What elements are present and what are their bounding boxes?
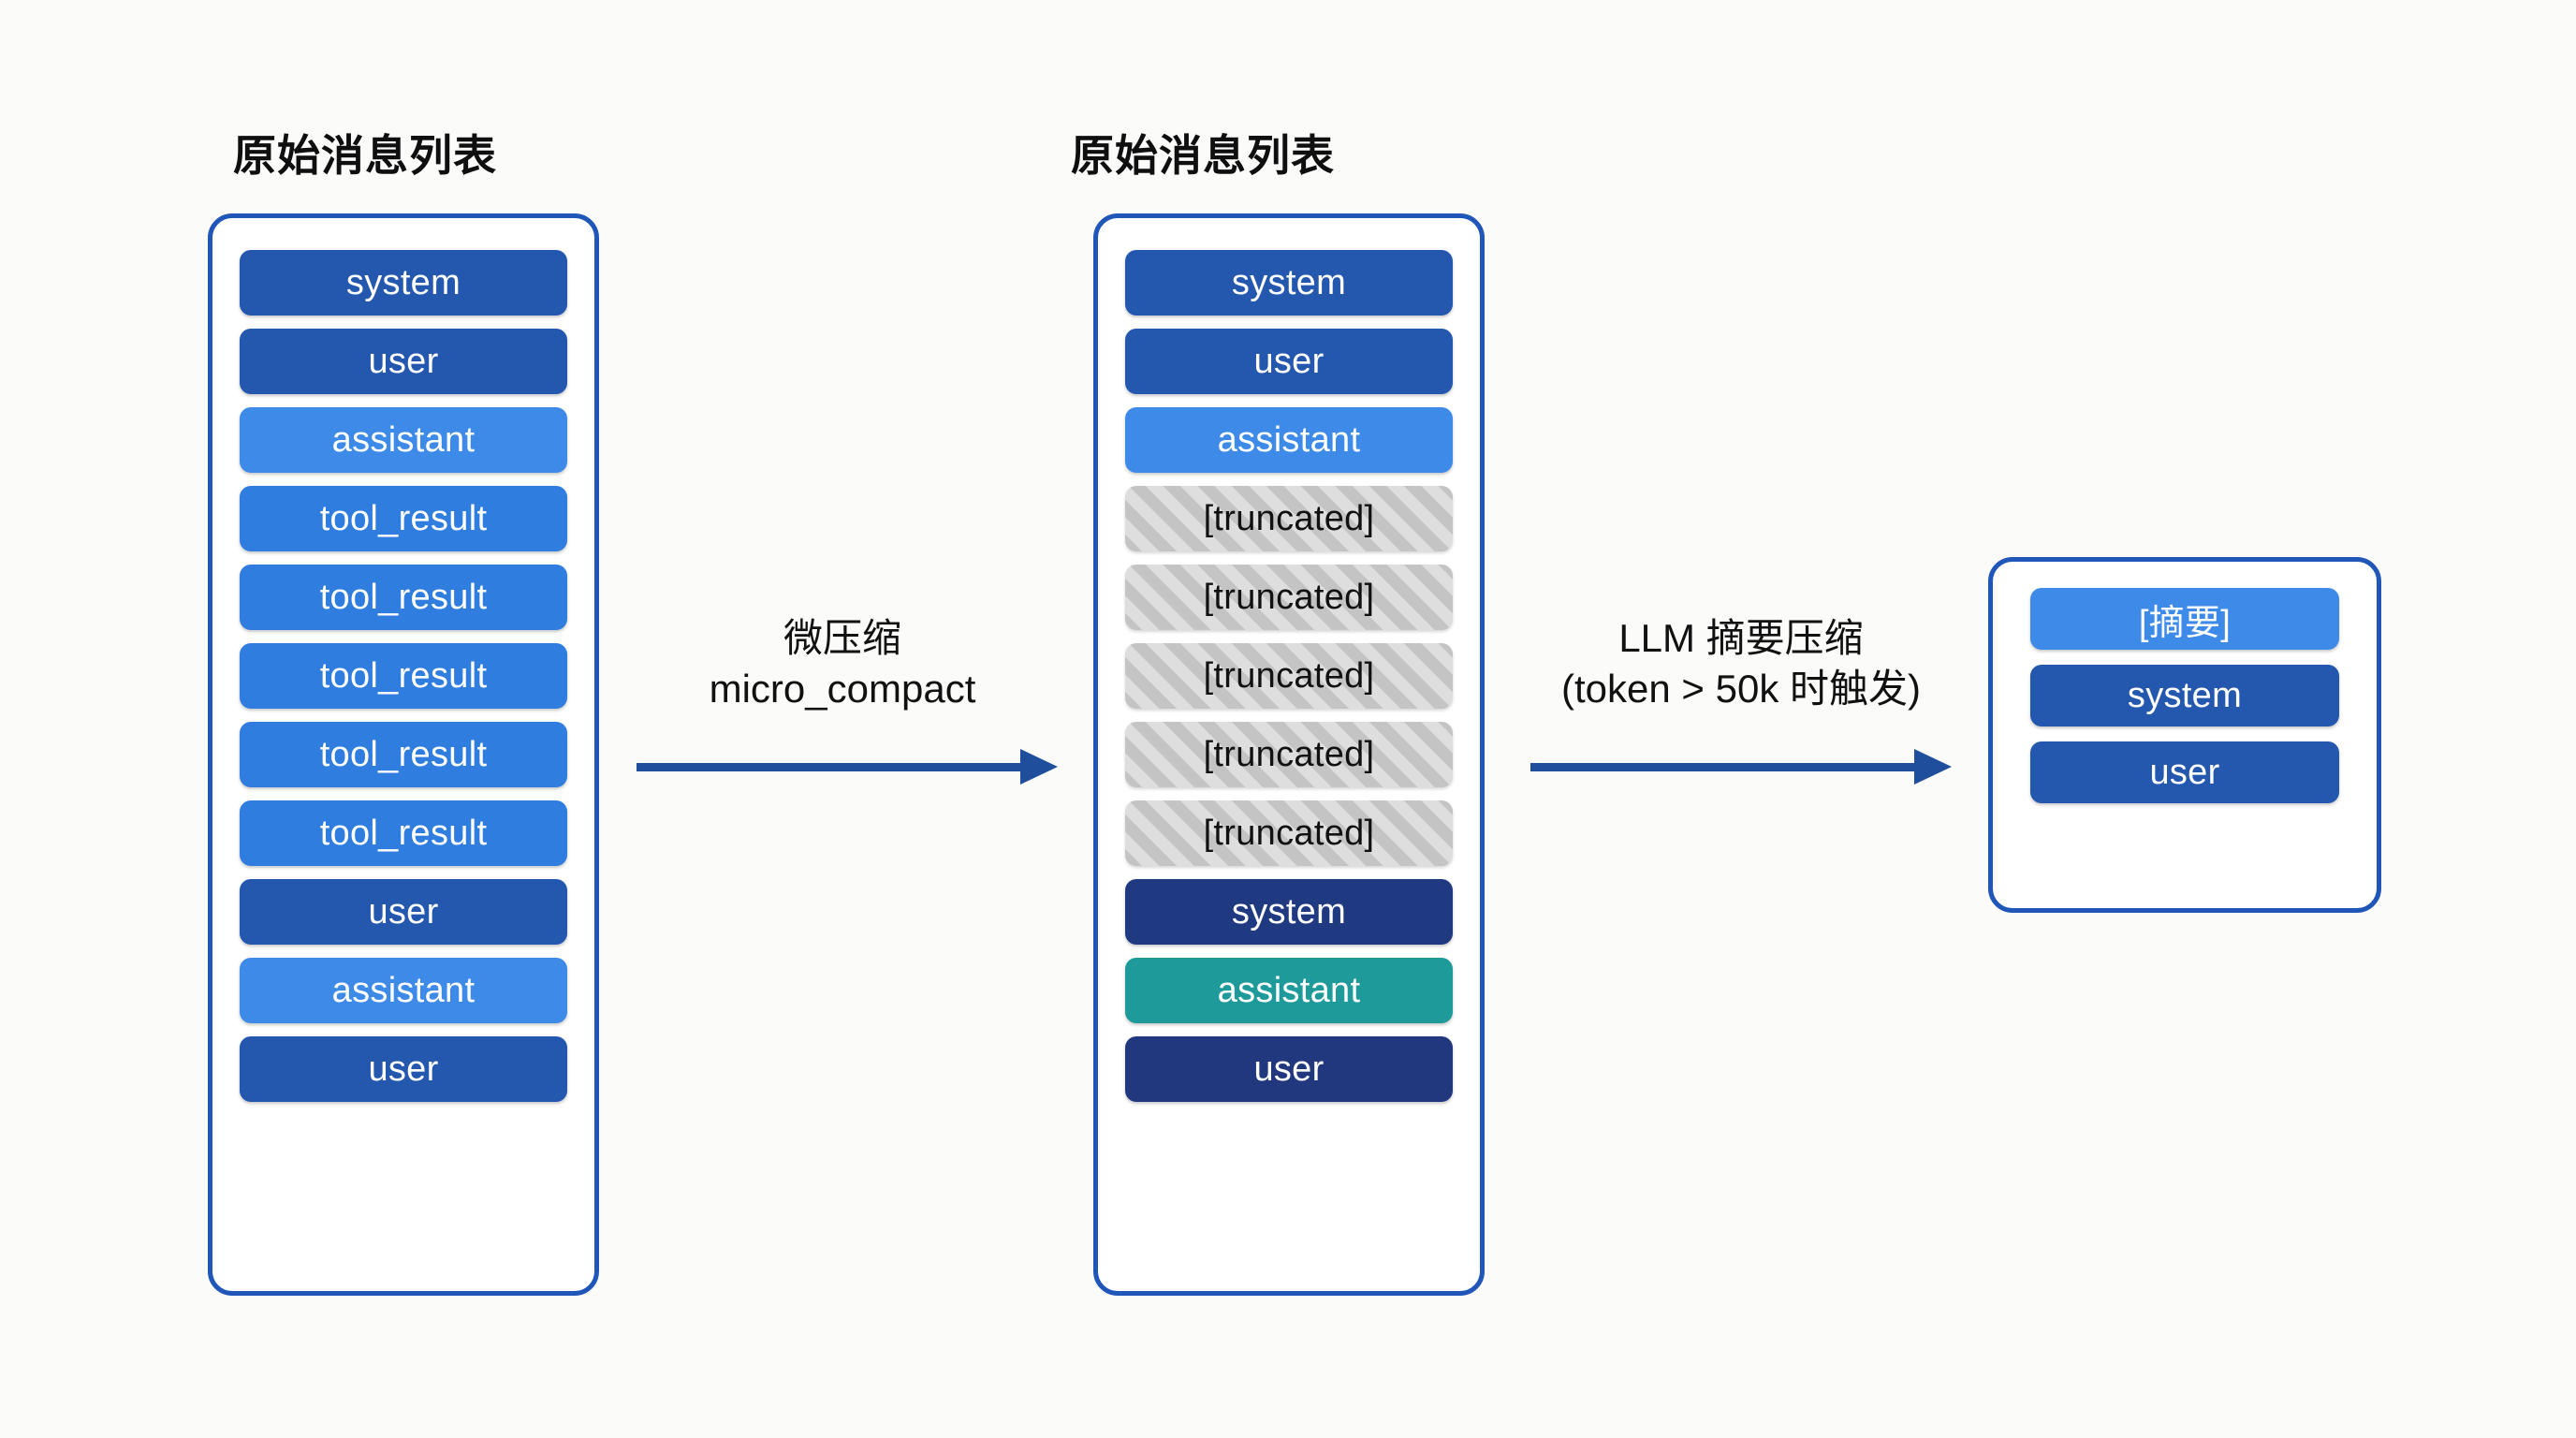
micro-compact-label: 微压缩 micro_compact [646, 613, 1039, 714]
micro-compact-label-line2: micro_compact [709, 666, 976, 711]
message-chip-truncated: [truncated] [1125, 722, 1453, 787]
message-chip-post_compact_system: system [1125, 879, 1453, 945]
message-chip-post_compact_user: user [1125, 1036, 1453, 1102]
message-chip-truncated: [truncated] [1125, 800, 1453, 866]
message-chip-assistant: assistant [240, 958, 567, 1023]
message-chip-assistant: assistant [240, 407, 567, 473]
message-chip-post_compact_assistant: assistant [1125, 958, 1453, 1023]
message-chip-system: system [240, 250, 567, 315]
summarized-message-list: [摘要] system user [1993, 562, 2377, 908]
arrow-head [1020, 749, 1058, 785]
message-chip-truncated: [truncated] [1125, 486, 1453, 551]
message-chip-system: system [1125, 250, 1453, 315]
message-chip-tool_result: tool_result [240, 486, 567, 551]
message-chip-user: user [1125, 329, 1453, 394]
message-chip-user: user [240, 329, 567, 394]
message-chip-user: user [2030, 741, 2339, 803]
llm-summary-label-line2: (token > 50k 时触发) [1561, 666, 1921, 711]
arrow-head [1914, 749, 1952, 785]
message-chip-tool_result: tool_result [240, 722, 567, 787]
message-chip-user: user [240, 879, 567, 945]
message-chip-system: system [2030, 665, 2339, 726]
message-chip-assistant: assistant [1125, 407, 1453, 473]
message-chip-truncated: [truncated] [1125, 565, 1453, 630]
summarized-message-list-panel: [摘要] system user [1988, 557, 2381, 913]
compacted-list-title: 原始消息列表 [1071, 131, 1335, 180]
message-chip-truncated: [truncated] [1125, 643, 1453, 709]
arrow-shaft [1530, 763, 1916, 771]
original-list-title: 原始消息列表 [233, 131, 497, 180]
llm-summary-label-line1: LLM 摘要压缩 [1618, 616, 1864, 660]
message-chip-tool_result: tool_result [240, 565, 567, 630]
message-chip-tool_result: tool_result [240, 800, 567, 866]
arrow-shaft [637, 763, 1022, 771]
llm-summary-label: LLM 摘要压缩 (token > 50k 时触发) [1507, 613, 1975, 714]
message-chip-tool_result: tool_result [240, 643, 567, 709]
compacted-message-list: system user assistant [truncated] [truncated… [1098, 218, 1480, 1291]
compacted-message-list-panel: system user assistant [truncated] [truncated… [1093, 213, 1485, 1296]
message-chip-summary: [摘要] [2030, 588, 2339, 650]
original-message-list: system user assistant tool_result tool_resul… [212, 218, 594, 1291]
message-chip-user: user [240, 1036, 567, 1102]
micro-compact-label-line1: 微压缩 [783, 616, 901, 660]
original-message-list-panel: system user assistant tool_result tool_resul… [208, 213, 599, 1296]
